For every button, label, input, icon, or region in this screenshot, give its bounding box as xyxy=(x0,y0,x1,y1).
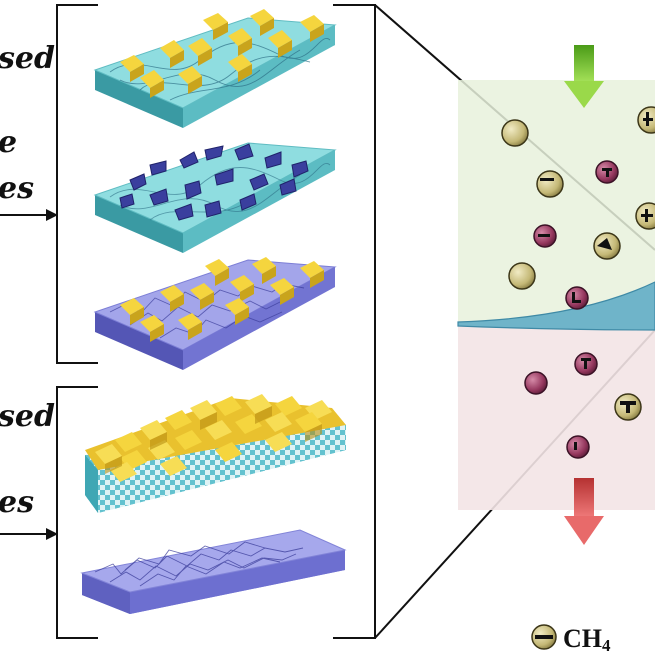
gas-molecule-icon xyxy=(565,286,589,310)
ch4-molecule-icon xyxy=(637,106,655,134)
arrow-down-icon xyxy=(564,478,604,545)
label-top-line3: es xyxy=(0,171,34,206)
membrane-layer xyxy=(457,281,655,331)
membrane-slab-polymer xyxy=(80,529,347,614)
membrane-slab-mmm-crystals xyxy=(93,9,337,128)
arrow-right-icon xyxy=(0,209,58,221)
bracket-right xyxy=(333,4,376,639)
label-bottom-line2: es xyxy=(0,485,34,520)
legend: CH4 xyxy=(531,624,611,655)
label-bottom-line1: sed xyxy=(0,399,55,434)
bracket-bottom xyxy=(56,386,98,639)
membrane-slab-supported-crystal-layer xyxy=(85,394,346,513)
ch4-molecule-icon xyxy=(501,119,529,147)
arrow-down-icon xyxy=(564,45,604,108)
membrane-slab-polymer-crystals xyxy=(93,257,337,370)
gas-molecule-icon xyxy=(574,352,598,376)
feed-zone xyxy=(458,80,655,322)
gas-molecule-icon xyxy=(533,224,557,248)
ch4-molecule-icon xyxy=(614,393,642,421)
membrane-slab-mmm-nanosheets xyxy=(93,142,337,253)
ch4-molecule-icon xyxy=(593,232,621,260)
arrow-right-icon xyxy=(0,528,58,540)
ch4-molecule-icon xyxy=(531,624,557,650)
label-top-line1: sed xyxy=(0,41,55,76)
bracket-top xyxy=(56,4,98,364)
ch4-molecule-icon xyxy=(536,170,564,198)
ch4-molecule-icon xyxy=(635,202,655,230)
gas-molecule-icon xyxy=(524,371,548,395)
gas-molecule-icon xyxy=(566,435,590,459)
gas-molecule-icon xyxy=(595,160,619,184)
legend-ch4-label: CH4 xyxy=(563,624,611,655)
label-top-line2: e xyxy=(0,125,17,160)
ch4-molecule-icon xyxy=(508,262,536,290)
